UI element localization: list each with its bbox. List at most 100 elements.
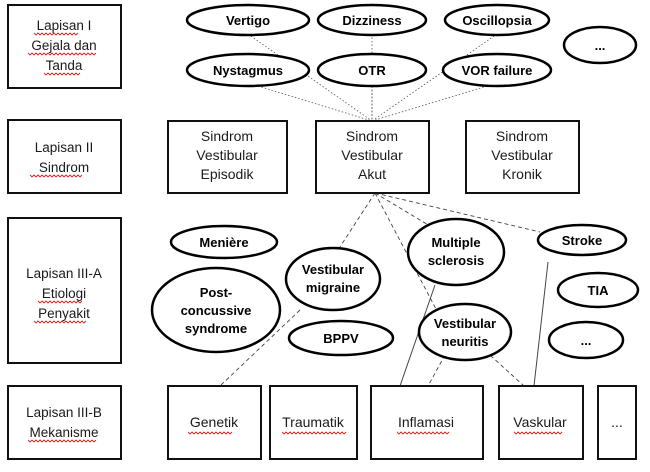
link-akut-vn [374, 192, 437, 310]
layer-2-line-2: Sindrom [39, 160, 89, 175]
symptom-otr-label: OTR [358, 63, 386, 78]
symptom-more-label: ... [595, 38, 606, 53]
link-akut-vm [335, 192, 376, 254]
disease-tia-label: TIA [588, 283, 610, 298]
layer-3b-line-1: Lapisan III-B [26, 405, 102, 420]
disease-vm-line-2: migraine [306, 280, 360, 295]
mechanism-vaskular: Vaskular [498, 385, 584, 460]
disease-vm-line-1: Vestibular [302, 262, 364, 277]
disease-bppv: BPPV [287, 319, 395, 357]
syndrome-akut-line-1: Sindrom [346, 128, 398, 144]
mechanism-vaskular-label: Vaskular [513, 414, 567, 430]
syndrome-episodik-line-1: Sindrom [201, 128, 253, 144]
layer-3b-line-2: Mekanisme [29, 425, 98, 440]
spellcheck-underlines [27, 32, 97, 443]
symptom-vertigo: Vertigo [185, 3, 311, 37]
disease-ms-line-1: Multiple [431, 235, 480, 250]
disease-pcs-line-1: Post- [200, 285, 233, 300]
disease-vestibular-neuritis: Vestibular neuritis [417, 302, 513, 362]
disease-vn-line-1: Vestibular [434, 316, 496, 331]
mechanism-more-label: ... [611, 414, 623, 430]
link-vn-inflamasi [427, 354, 446, 387]
mechanism-genetik: Genetik [167, 385, 262, 460]
symptom-oscillopsia: Oscillopsia [443, 3, 551, 37]
layer-label-2: Lapisan II Sindrom [7, 119, 122, 194]
symptom-nystagmus: Nystagmus [185, 52, 311, 88]
layer-1-line-3: Tanda [46, 58, 83, 73]
link-stroke-vaskular [533, 261, 549, 387]
mechanism-inflamasi-label: Inflamasi [398, 414, 454, 430]
disease-post-concussive: Post-concussive syndrome [150, 266, 282, 354]
layer-3a-line-1: Lapisan III-A [26, 266, 102, 281]
disease-tia: TIA [556, 271, 640, 309]
syndrome-episodik-line-3: Episodik [201, 166, 255, 182]
disease-meniere: Menière [169, 224, 279, 260]
disease-vestibular-migraine: Vestibular migraine [284, 246, 382, 312]
layer-3a-line-2: Etiologi [42, 286, 86, 301]
link-vertigo-akut [247, 33, 373, 122]
syndrome-kronik-line-3: Kronik [502, 166, 543, 182]
symptom-oscillopsia-label: Oscillopsia [462, 13, 532, 28]
disease-multiple-sclerosis: Multiple sclerosis [406, 217, 506, 287]
mechanism-inflamasi: Inflamasi [370, 385, 484, 460]
disease-vn-line-2: neuritis [442, 334, 489, 349]
disease-meniere-label: Menière [199, 235, 248, 250]
link-oscillopsia-akut [371, 33, 498, 122]
symptom-vor-failure: VOR failure [441, 52, 553, 88]
syndrome-episodik-line-2: Vestibular [196, 147, 258, 163]
symptom-nystagmus-label: Nystagmus [213, 63, 283, 78]
link-akut-stroke [374, 192, 541, 233]
symptom-dizziness: Dizziness [316, 3, 428, 37]
syndrome-akut-line-3: Akut [358, 166, 386, 182]
link-nystagmus-akut [247, 82, 373, 122]
disease-stroke-label: Stroke [562, 233, 602, 248]
mechanism-genetik-squiggle [187, 431, 233, 435]
symptom-more: ... [562, 25, 638, 65]
mechanism-genetik-label: Genetik [190, 414, 239, 430]
syndrome-kronik-line-2: Vestibular [491, 147, 553, 163]
link-vm-genetik [219, 309, 301, 387]
disease-ms-line-2: sclerosis [428, 253, 484, 268]
mechanism-traumatik-squiggle [281, 431, 347, 435]
syndrome-kronik-line-1: Sindrom [496, 128, 548, 144]
symptom-dizziness-label: Dizziness [342, 13, 401, 28]
symptom-vertigo-label: Vertigo [226, 13, 270, 28]
disease-stroke: Stroke [536, 223, 628, 257]
link-ms-inflamasi [399, 284, 436, 387]
mechanism-inflamasi-squiggle [396, 431, 450, 435]
symptom-otr: OTR [316, 52, 428, 88]
disease-bppv-label: BPPV [323, 331, 359, 346]
layer-label-3b: Lapisan III-B Mekanisme [7, 385, 122, 460]
syndrome-akut-line-2: Vestibular [341, 147, 403, 163]
disease-pcs-line-3: syndrome [185, 321, 247, 336]
mechanism-vaskular-squiggle [513, 431, 563, 435]
link-vor-akut [371, 82, 498, 122]
layer-1-line-2: Gejala dan [31, 38, 96, 53]
disease-more-label: ... [581, 333, 592, 348]
layer-3a-line-3: Penyakit [38, 306, 90, 321]
layer-1-line-1: Lapisan I [37, 18, 92, 33]
mechanism-more: ... [597, 385, 637, 460]
mechanism-traumatik-label: Traumatik [282, 414, 345, 430]
mechanism-traumatik: Traumatik [269, 385, 358, 460]
layer-2-line-1: Lapisan II [35, 140, 94, 155]
disease-pcs-line-2: concussive [181, 303, 252, 318]
symptom-vor-failure-label: VOR failure [462, 63, 533, 78]
